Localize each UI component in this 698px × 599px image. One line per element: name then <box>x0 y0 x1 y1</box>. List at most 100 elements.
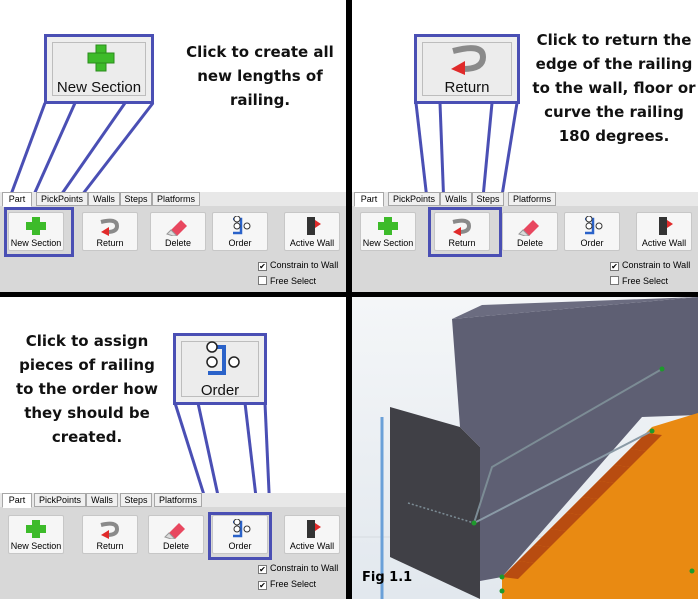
new-section-button[interactable]: New Section <box>360 212 416 251</box>
checkbox-label: Constrain to Wall <box>270 260 339 270</box>
callout-text: Click to return the edge of the railing … <box>532 31 696 145</box>
eraser-icon <box>518 220 539 236</box>
button-label: Active Wall <box>289 541 335 551</box>
side-wall <box>390 407 480 599</box>
tab-platforms[interactable]: Platforms <box>154 493 202 507</box>
button-label: Return <box>448 238 476 248</box>
order-button[interactable]: Order <box>212 212 268 251</box>
delete-button[interactable]: Delete <box>148 515 204 554</box>
zoomed-label: Return <box>444 79 490 96</box>
order-icon <box>206 341 240 375</box>
checkbox-label: Free Select <box>270 579 317 589</box>
tab-steps[interactable]: Steps <box>120 493 152 507</box>
back-wall <box>452 297 698 581</box>
active-wall-icon <box>307 520 321 538</box>
tab-walls[interactable]: Walls <box>88 192 120 206</box>
active-wall-button[interactable]: Active Wall <box>284 515 340 554</box>
tab-strip: Part PickPoints Walls Steps Platforms <box>0 192 346 207</box>
zoomed-return-button: Return <box>414 34 520 104</box>
order-button[interactable]: Order <box>564 212 620 251</box>
callout-connector-lines <box>4 102 155 209</box>
plus-icon <box>26 217 46 235</box>
railing-lower <box>473 430 653 524</box>
plus-icon <box>87 44 115 72</box>
return-button[interactable]: Return <box>82 212 138 251</box>
tab-pickpoints[interactable]: PickPoints <box>34 493 86 507</box>
tab-steps[interactable]: Steps <box>120 192 152 206</box>
checkbox-label: Constrain to Wall <box>622 260 691 270</box>
button-label: New Section <box>10 541 62 551</box>
plus-icon <box>378 217 398 235</box>
tab-platforms[interactable]: Platforms <box>508 192 556 206</box>
figure-label: Fig 1.1 <box>362 570 413 585</box>
free-select-checkbox[interactable]: Free Select <box>610 276 668 286</box>
stair-treads <box>502 433 662 579</box>
return-arrow-icon <box>451 45 487 75</box>
return-button[interactable]: Return <box>434 212 490 251</box>
staircase-side <box>502 427 698 599</box>
return-arrow-icon <box>100 521 120 539</box>
panel-order: Click to assign pieces of railing to the… <box>0 297 346 599</box>
callout-text: Click to create all new lengths of raili… <box>186 43 334 109</box>
tab-platforms[interactable]: Platforms <box>152 192 200 206</box>
new-section-button[interactable]: New Section <box>8 515 64 554</box>
button-label: Active Wall <box>289 238 335 248</box>
return-arrow-icon <box>100 218 120 236</box>
order-icon <box>585 216 603 235</box>
ribbon-toolbar: Part PickPoints Walls Steps Platforms Ne… <box>0 192 346 292</box>
tab-part[interactable]: Part <box>354 192 384 207</box>
active-wall-button[interactable]: Active Wall <box>636 212 692 251</box>
return-button[interactable]: Return <box>82 515 138 554</box>
constrain-to-wall-checkbox[interactable]: ✔Constrain to Wall <box>258 260 339 271</box>
button-label: Delete <box>516 238 543 248</box>
delete-button[interactable]: Delete <box>150 212 206 251</box>
button-label: New Section <box>10 238 62 248</box>
button-label: Order <box>580 238 604 248</box>
constrain-to-wall-checkbox[interactable]: ✔Constrain to Wall <box>610 260 691 271</box>
button-label: Return <box>96 541 124 551</box>
zoomed-order-button: Order <box>173 333 267 405</box>
tab-pickpoints[interactable]: PickPoints <box>388 192 440 206</box>
eraser-icon <box>166 220 187 236</box>
callout-text: Click to assign pieces of railing to the… <box>15 332 159 446</box>
tab-strip: Part PickPoints Walls Steps Platforms <box>352 192 698 207</box>
railing-upper <box>473 368 663 524</box>
tab-steps[interactable]: Steps <box>472 192 504 206</box>
checkbox-label: Free Select <box>270 276 317 286</box>
button-highlight <box>428 207 502 257</box>
plus-icon <box>26 520 46 538</box>
order-icon <box>233 519 251 538</box>
button-label: Order <box>228 238 252 248</box>
button-highlight <box>4 207 74 257</box>
callout-connector-lines <box>414 102 519 209</box>
stair-railing-render <box>352 297 698 599</box>
ribbon-toolbar: Part PickPoints Walls Steps Platforms Ne… <box>352 192 698 292</box>
panel-return: Click to return the edge of the railing … <box>352 0 698 292</box>
tab-pickpoints[interactable]: PickPoints <box>36 192 88 206</box>
constrain-to-wall-checkbox[interactable]: ✔Constrain to Wall <box>258 563 339 574</box>
tab-part[interactable]: Part <box>2 192 32 207</box>
active-wall-button[interactable]: Active Wall <box>284 212 340 251</box>
panel-3d-figure: Fig 1.1 <box>352 297 698 599</box>
button-label: Delete <box>162 541 189 551</box>
ribbon-toolbar: Part PickPoints Walls Steps Platforms Ne… <box>0 493 346 599</box>
button-label: Delete <box>164 238 191 248</box>
free-select-checkbox[interactable]: Free Select <box>258 276 316 286</box>
button-label: Active Wall <box>641 238 687 248</box>
tab-part[interactable]: Part <box>2 493 32 508</box>
delete-button[interactable]: Delete <box>502 212 558 251</box>
zoomed-label: New Section <box>56 79 142 96</box>
panel-new-section: Click to create all new lengths of raili… <box>0 0 346 292</box>
button-label: Return <box>96 238 124 248</box>
button-label: New Section <box>362 238 414 248</box>
order-button[interactable]: Order <box>212 515 268 554</box>
button-label: Order <box>228 541 252 551</box>
active-wall-icon <box>307 217 321 235</box>
zoomed-label: Order <box>200 382 240 399</box>
free-select-checkbox[interactable]: ✔Free Select <box>258 579 317 590</box>
tab-walls[interactable]: Walls <box>440 192 472 206</box>
eraser-icon <box>164 523 185 539</box>
tab-walls[interactable]: Walls <box>86 493 118 507</box>
return-arrow-icon <box>452 218 472 236</box>
new-section-button[interactable]: New Section <box>8 212 64 251</box>
